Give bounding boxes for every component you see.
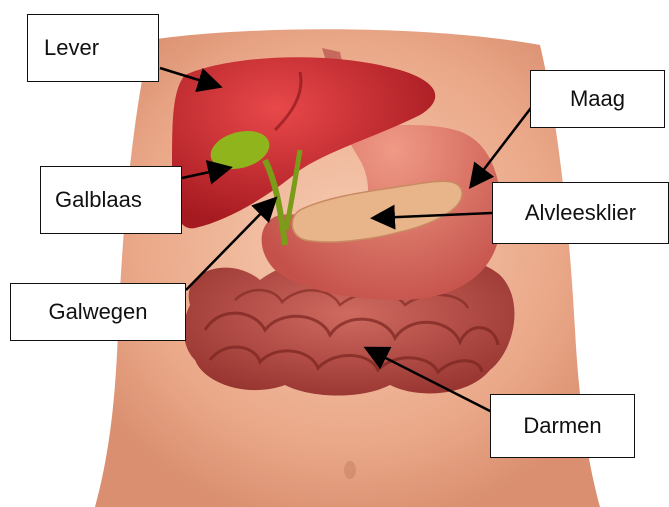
label-darmen-text: Darmen: [523, 413, 601, 439]
label-galwegen-text: Galwegen: [48, 299, 147, 325]
label-lever: Lever: [27, 14, 159, 82]
label-lever-text: Lever: [44, 35, 99, 61]
label-darmen: Darmen: [490, 394, 635, 458]
label-galwegen: Galwegen: [10, 283, 186, 341]
label-alvleesklier: Alvleesklier: [492, 182, 669, 244]
label-maag-text: Maag: [570, 86, 625, 112]
navel: [344, 461, 356, 479]
label-galblaas-text: Galblaas: [55, 187, 142, 213]
label-alvleesklier-text: Alvleesklier: [525, 200, 636, 226]
label-maag: Maag: [530, 70, 665, 128]
label-galblaas: Galblaas: [40, 166, 182, 234]
